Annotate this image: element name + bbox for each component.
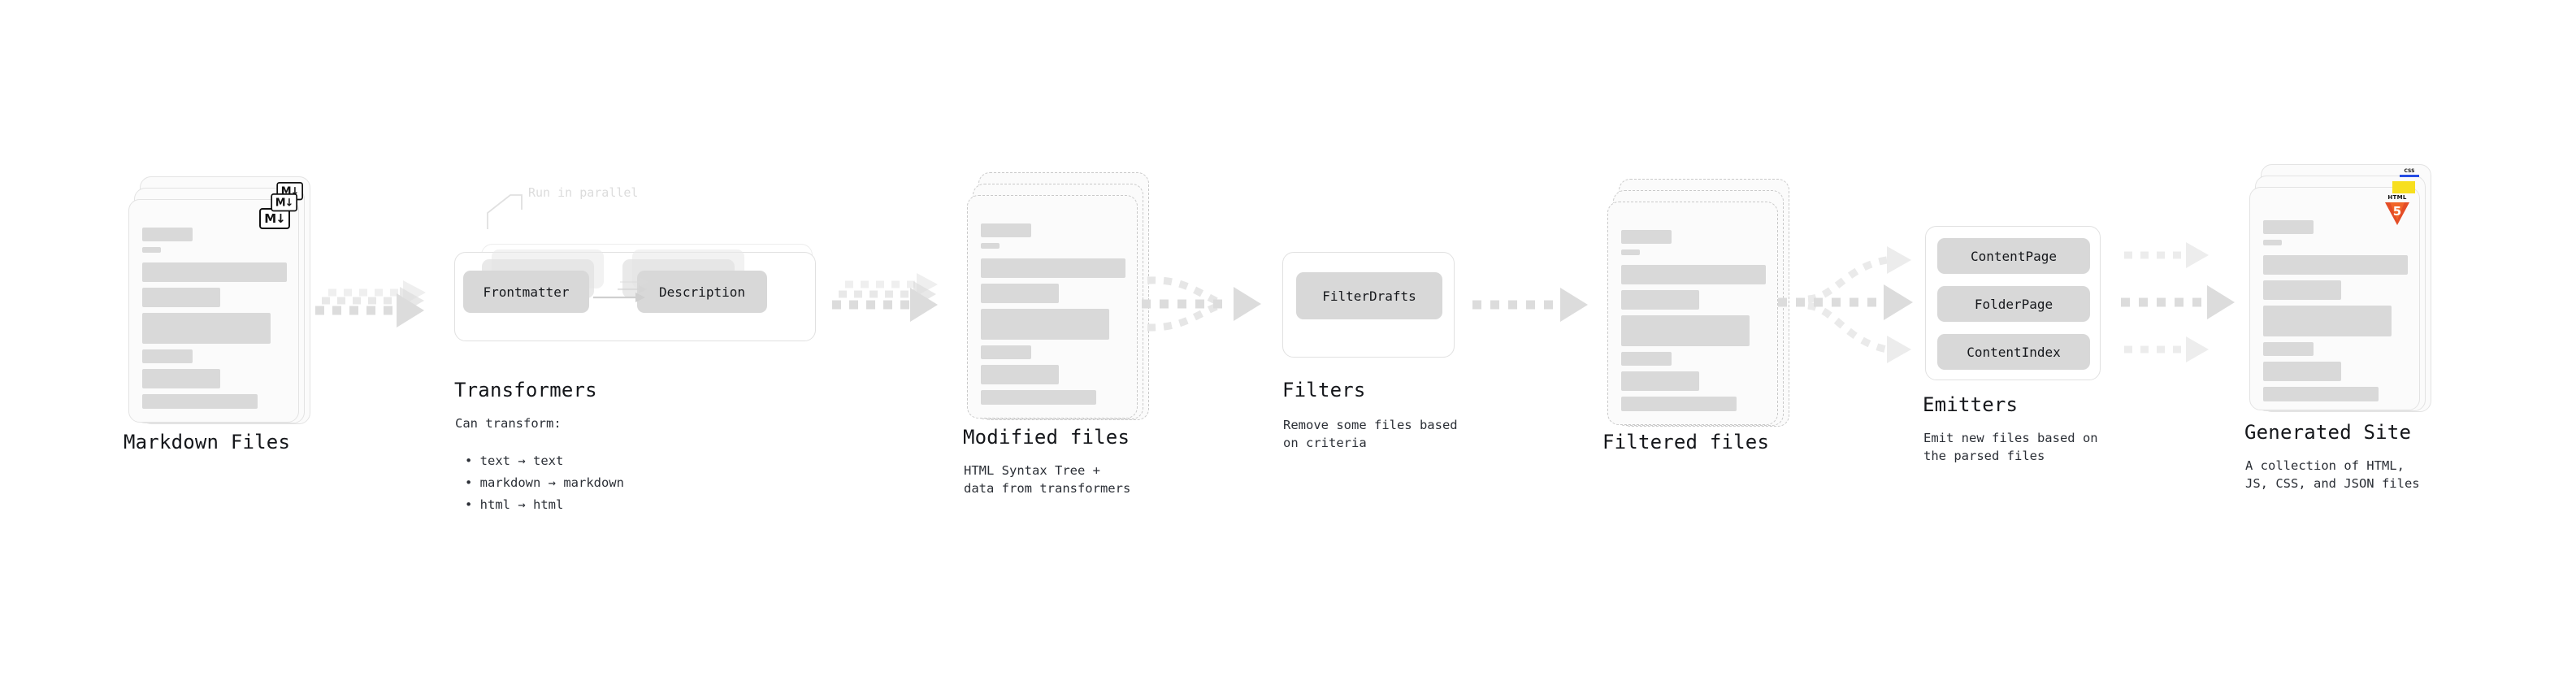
placeholder-line — [142, 313, 271, 344]
placeholder-line — [2263, 280, 2342, 300]
chip-contentindex[interactable]: ContentIndex — [1937, 334, 2090, 370]
placeholder-line — [2263, 240, 2282, 245]
html5-icon-inner — [2390, 202, 2405, 220]
placeholder-line — [981, 345, 1032, 359]
chip-connector-arrows — [593, 278, 648, 302]
placeholder-line — [2263, 220, 2314, 234]
stage-title-filtered-files: Filtered files — [1602, 431, 1770, 453]
placeholder-line — [2263, 342, 2314, 356]
js-icon — [2392, 181, 2415, 193]
css3-icon-label: CSS — [2404, 168, 2415, 174]
placeholder-line — [981, 258, 1125, 278]
placeholder-line — [142, 228, 193, 241]
document-card — [967, 195, 1138, 419]
document-placeholder-lines — [142, 228, 287, 414]
transformers-group-box: Frontmatter Description — [454, 249, 816, 341]
transformer-bullet-2: • markdown → markdown — [465, 456, 624, 492]
chip-description[interactable]: Description — [637, 271, 767, 313]
document-placeholder-lines — [1621, 230, 1766, 417]
placeholder-line — [981, 223, 1031, 237]
placeholder-line — [1621, 371, 1700, 391]
css3-icon-bar — [2400, 175, 2419, 177]
placeholder-line — [1621, 230, 1672, 244]
stage-title-markdown-files: Markdown Files — [124, 431, 291, 453]
stage-subtitle-transformers: Can transform: — [455, 416, 562, 431]
stage-title-modified-files: Modified files — [963, 426, 1130, 449]
placeholder-line — [981, 243, 1000, 249]
chip-frontmatter[interactable]: Frontmatter — [463, 271, 589, 313]
placeholder-line — [142, 349, 193, 363]
placeholder-line — [1621, 352, 1672, 366]
placeholder-line — [2263, 306, 2392, 336]
chip-folderpage[interactable]: FolderPage — [1937, 286, 2090, 322]
bullet-dot: • — [465, 475, 480, 491]
chip-contentpage[interactable]: ContentPage — [1937, 238, 2090, 274]
placeholder-line — [981, 390, 1097, 405]
html5-icon-word: HTML — [2387, 194, 2407, 201]
stage-title-emitters: Emitters — [1923, 393, 2019, 416]
stage-title-generated-site: Generated Site — [2244, 421, 2412, 444]
placeholder-line — [981, 309, 1110, 340]
placeholder-line — [1621, 290, 1700, 310]
stage-subtitle-emitters: Emit new files based on the parsed files — [1923, 431, 2098, 464]
placeholder-line — [2263, 362, 2342, 381]
bullet-dot: • — [465, 453, 480, 469]
placeholder-line — [981, 365, 1060, 384]
placeholder-line — [1621, 249, 1640, 255]
stage-subtitle-modified-files: HTML Syntax Tree + data from transformer… — [964, 463, 1131, 497]
placeholder-line — [142, 247, 161, 253]
placeholder-line — [1621, 397, 1737, 411]
placeholder-line — [1621, 265, 1766, 284]
run-in-parallel-annotation: Run in parallel — [528, 185, 639, 200]
css3-icon: CSS — [2400, 169, 2419, 179]
document-placeholder-lines — [981, 223, 1125, 410]
placeholder-line — [2263, 255, 2408, 275]
placeholder-line — [142, 369, 221, 388]
placeholder-line — [142, 262, 287, 282]
document-card — [1607, 202, 1778, 425]
transformer-bullet-1: • text → text — [465, 434, 563, 471]
bullet-text: text → text — [479, 453, 564, 469]
stage-subtitle-filters: Remove some files based on criteria — [1283, 418, 1458, 451]
html5-icon-number: 5 — [2392, 204, 2402, 219]
filters-group-box: FilterDrafts — [1282, 252, 1455, 358]
bullet-text: markdown → markdown — [479, 475, 624, 491]
transformer-bullet-3: • html → html — [465, 478, 563, 514]
bullet-text: html → html — [479, 497, 564, 513]
document-card: M↓ — [128, 199, 299, 423]
document-placeholder-lines — [2263, 220, 2408, 407]
placeholder-line — [2263, 387, 2379, 401]
stage-title-filters: Filters — [1282, 379, 1366, 401]
document-card: HTML 5 — [2249, 187, 2420, 410]
bullet-dot: • — [465, 497, 480, 513]
markdown-icon: M↓ — [271, 193, 297, 212]
placeholder-line — [142, 394, 258, 409]
stage-subtitle-generated-site: A collection of HTML, JS, CSS, and JSON … — [2245, 458, 2420, 492]
emitters-group-box: ContentPage FolderPage ContentIndex — [1925, 226, 2101, 380]
chip-filterdrafts[interactable]: FilterDrafts — [1296, 272, 1442, 319]
stage-title-transformers: Transformers — [454, 379, 597, 401]
placeholder-line — [1621, 315, 1750, 346]
html5-icon: HTML 5 — [2385, 194, 2409, 225]
placeholder-line — [981, 284, 1060, 303]
placeholder-line — [142, 288, 221, 307]
